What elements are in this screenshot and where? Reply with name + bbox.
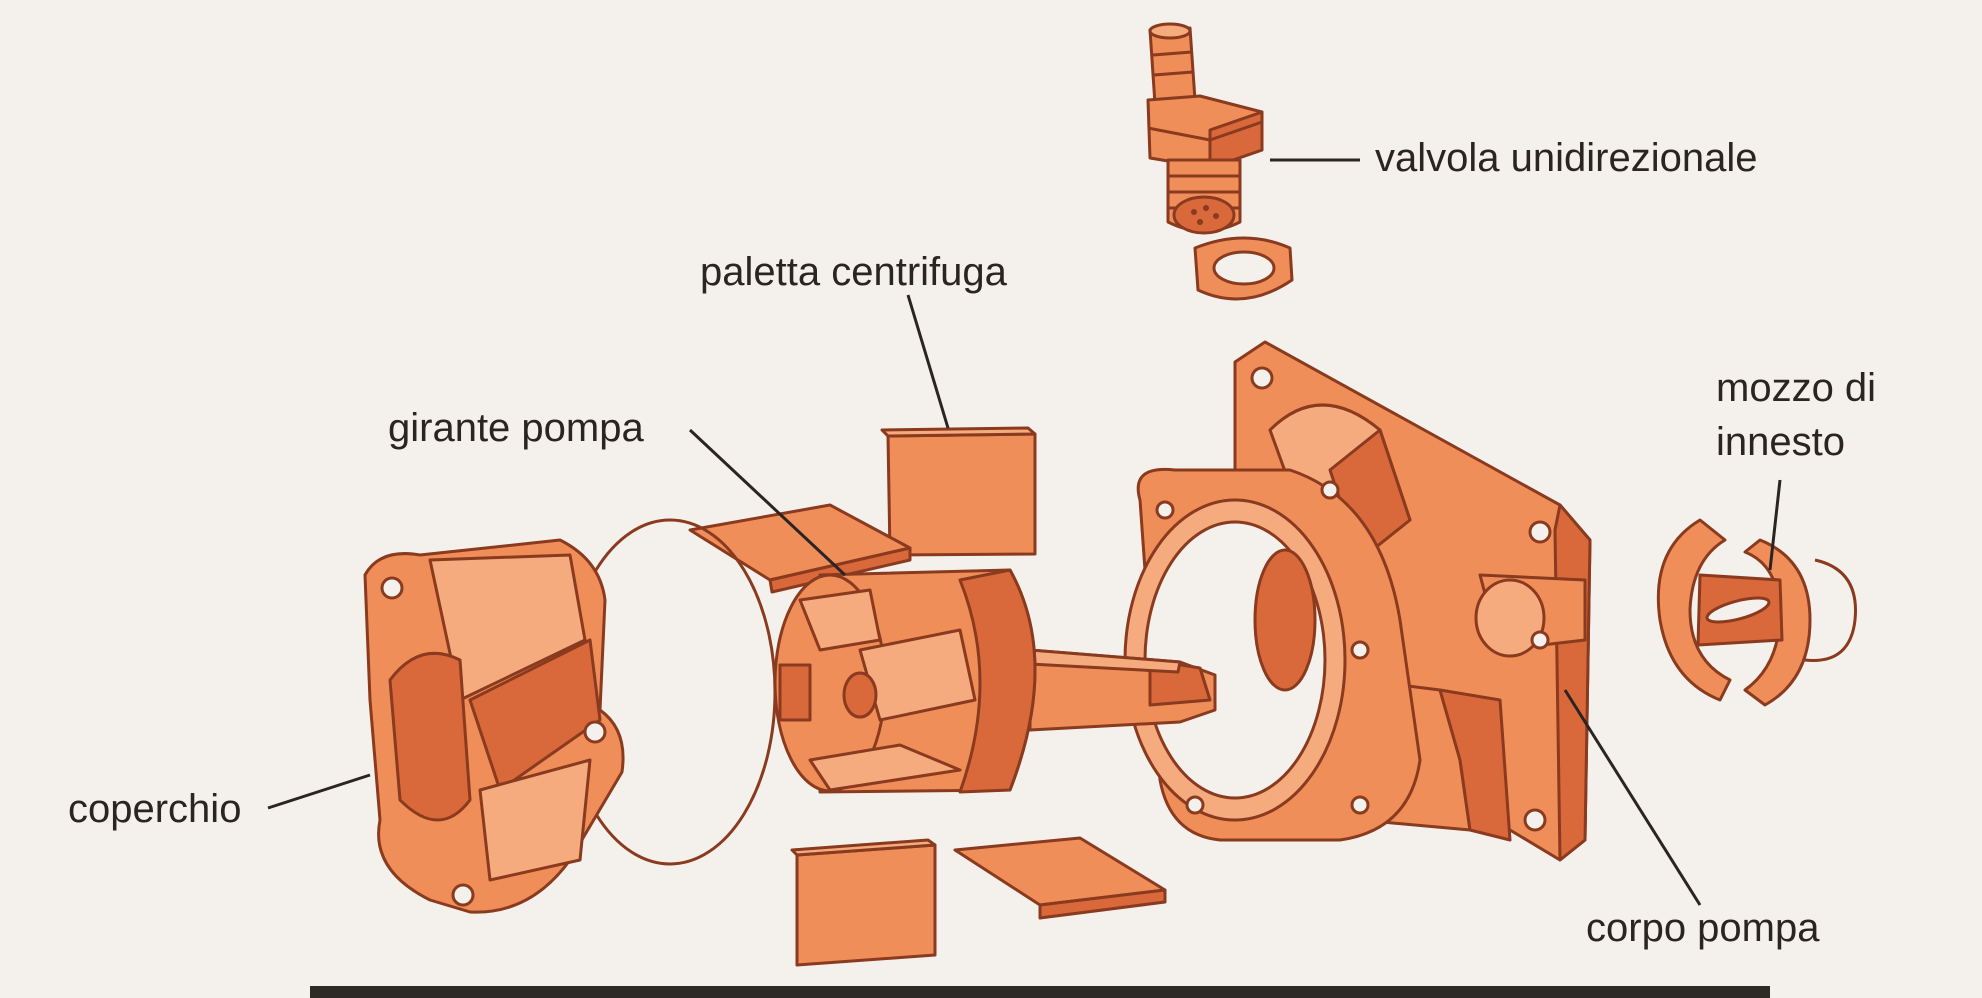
- label-pump-impeller: girante pompa: [388, 406, 644, 450]
- label-centrifugal-vane: paletta centrifuga: [700, 250, 1007, 294]
- pump-body: [1123, 340, 1592, 862]
- check-valve: [1146, 22, 1264, 235]
- leader-centrifugal-vane: [906, 294, 950, 429]
- drive-hub: [1656, 518, 1857, 707]
- vane-top-right: [880, 426, 1037, 557]
- vane-bottom-right: [953, 836, 1167, 920]
- label-drive-hub-line1: mozzo di: [1716, 366, 1877, 410]
- label-cover: coperchio: [68, 787, 242, 831]
- leader-pump-body: [1563, 689, 1702, 906]
- leader-drive-hub: [1768, 479, 1782, 571]
- label-drive-hub-line2: innesto: [1716, 420, 1845, 464]
- pump-cover: [363, 538, 625, 914]
- leader-pump-impeller: [688, 428, 847, 577]
- leader-cover: [267, 773, 371, 810]
- pump-impeller: [773, 568, 1217, 794]
- label-check-valve: valvola unidirezionale: [1375, 136, 1758, 180]
- bottom-edge-bar: [310, 986, 1770, 998]
- valve-washer: [1193, 236, 1294, 301]
- label-pump-body: corpo pompa: [1586, 906, 1820, 950]
- vane-bottom-left: [790, 838, 937, 967]
